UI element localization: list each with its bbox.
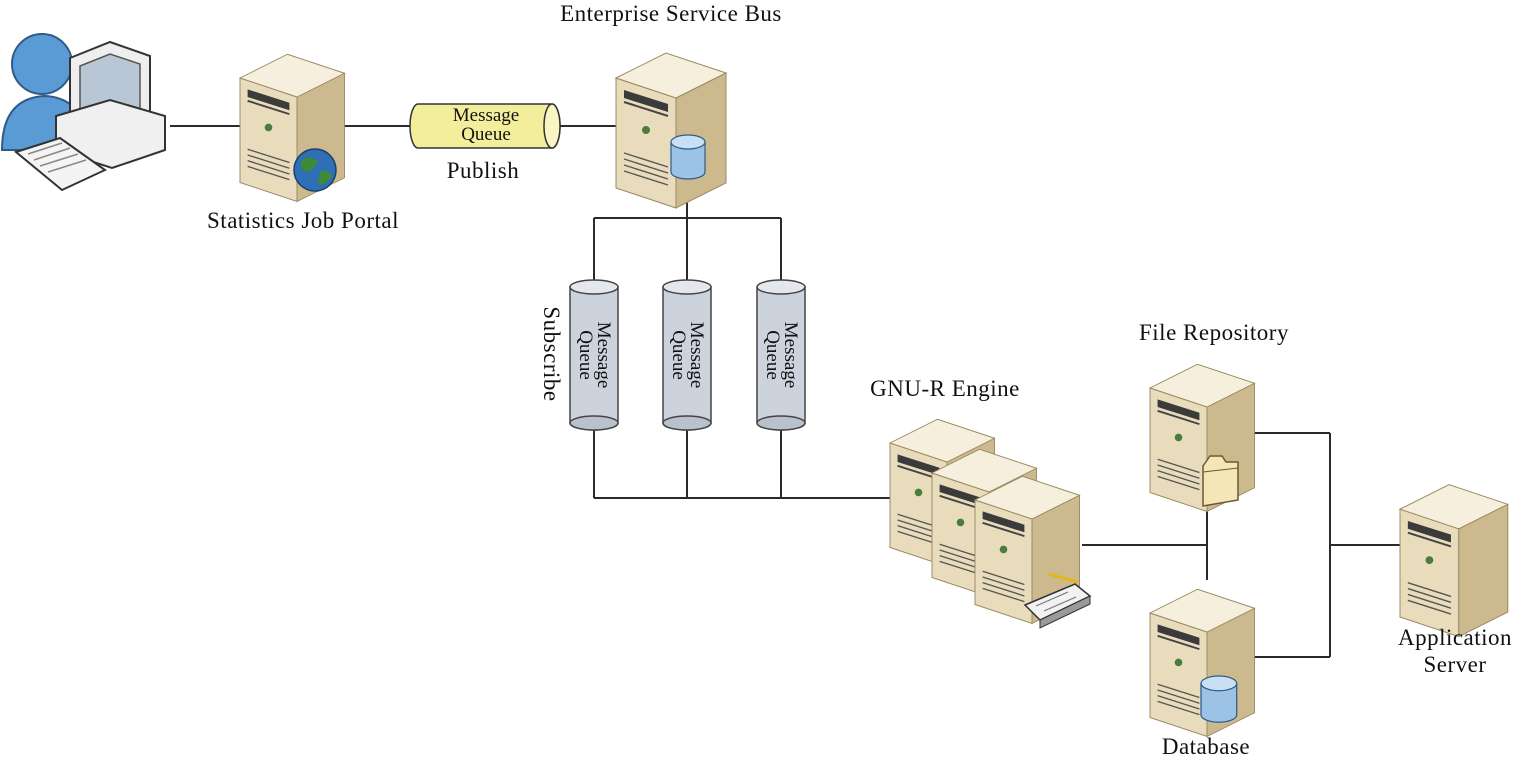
subscribe-queue-3: Message Queue bbox=[756, 279, 806, 431]
subscribe-queue-2: Message Queue bbox=[662, 279, 712, 431]
application-server-label-line2: Server bbox=[1423, 652, 1486, 677]
globe-icon bbox=[293, 148, 337, 192]
subscribe-queue-2-line1: Message bbox=[686, 322, 707, 388]
publish-message-queue: Message Queue bbox=[409, 103, 561, 149]
gnur-engine-servers bbox=[889, 418, 1092, 629]
publish-queue-line2: Queue bbox=[461, 124, 511, 145]
subscribe-queue-1-line2: Queue bbox=[575, 330, 596, 380]
esb-label: Enterprise Service Bus bbox=[560, 1, 782, 26]
application-server-label-line1: Application bbox=[1398, 625, 1512, 650]
disk-drive-icon bbox=[1023, 572, 1092, 629]
statistics-job-portal-server bbox=[239, 53, 346, 203]
database-cylinder-icon bbox=[1200, 675, 1238, 723]
database-server bbox=[1149, 588, 1256, 738]
application-server bbox=[1399, 483, 1509, 638]
publish-queue-line1: Message bbox=[453, 105, 519, 126]
connectors bbox=[170, 125, 1400, 658]
esb-server bbox=[615, 52, 727, 209]
subscribe-label: Subscribe bbox=[539, 306, 564, 401]
file-repository-label: File Repository bbox=[1139, 320, 1289, 345]
subscribe-queue-1: Message Queue bbox=[569, 279, 619, 431]
folder-icon bbox=[1202, 455, 1239, 507]
portal-label: Statistics Job Portal bbox=[207, 208, 399, 233]
user-workstation-icon bbox=[0, 33, 166, 192]
database-cylinder-icon bbox=[670, 134, 706, 180]
database-label: Database bbox=[1162, 734, 1250, 759]
subscribe-queue-1-line1: Message bbox=[593, 322, 614, 388]
publish-label: Publish bbox=[447, 158, 520, 183]
file-repository-server bbox=[1149, 363, 1256, 513]
gnur-engine-label: GNU-R Engine bbox=[870, 376, 1020, 401]
subscribe-queue-3-line1: Message bbox=[780, 322, 801, 388]
subscribe-queue-3-line2: Queue bbox=[762, 330, 783, 380]
subscribe-queue-2-line2: Queue bbox=[668, 330, 689, 380]
